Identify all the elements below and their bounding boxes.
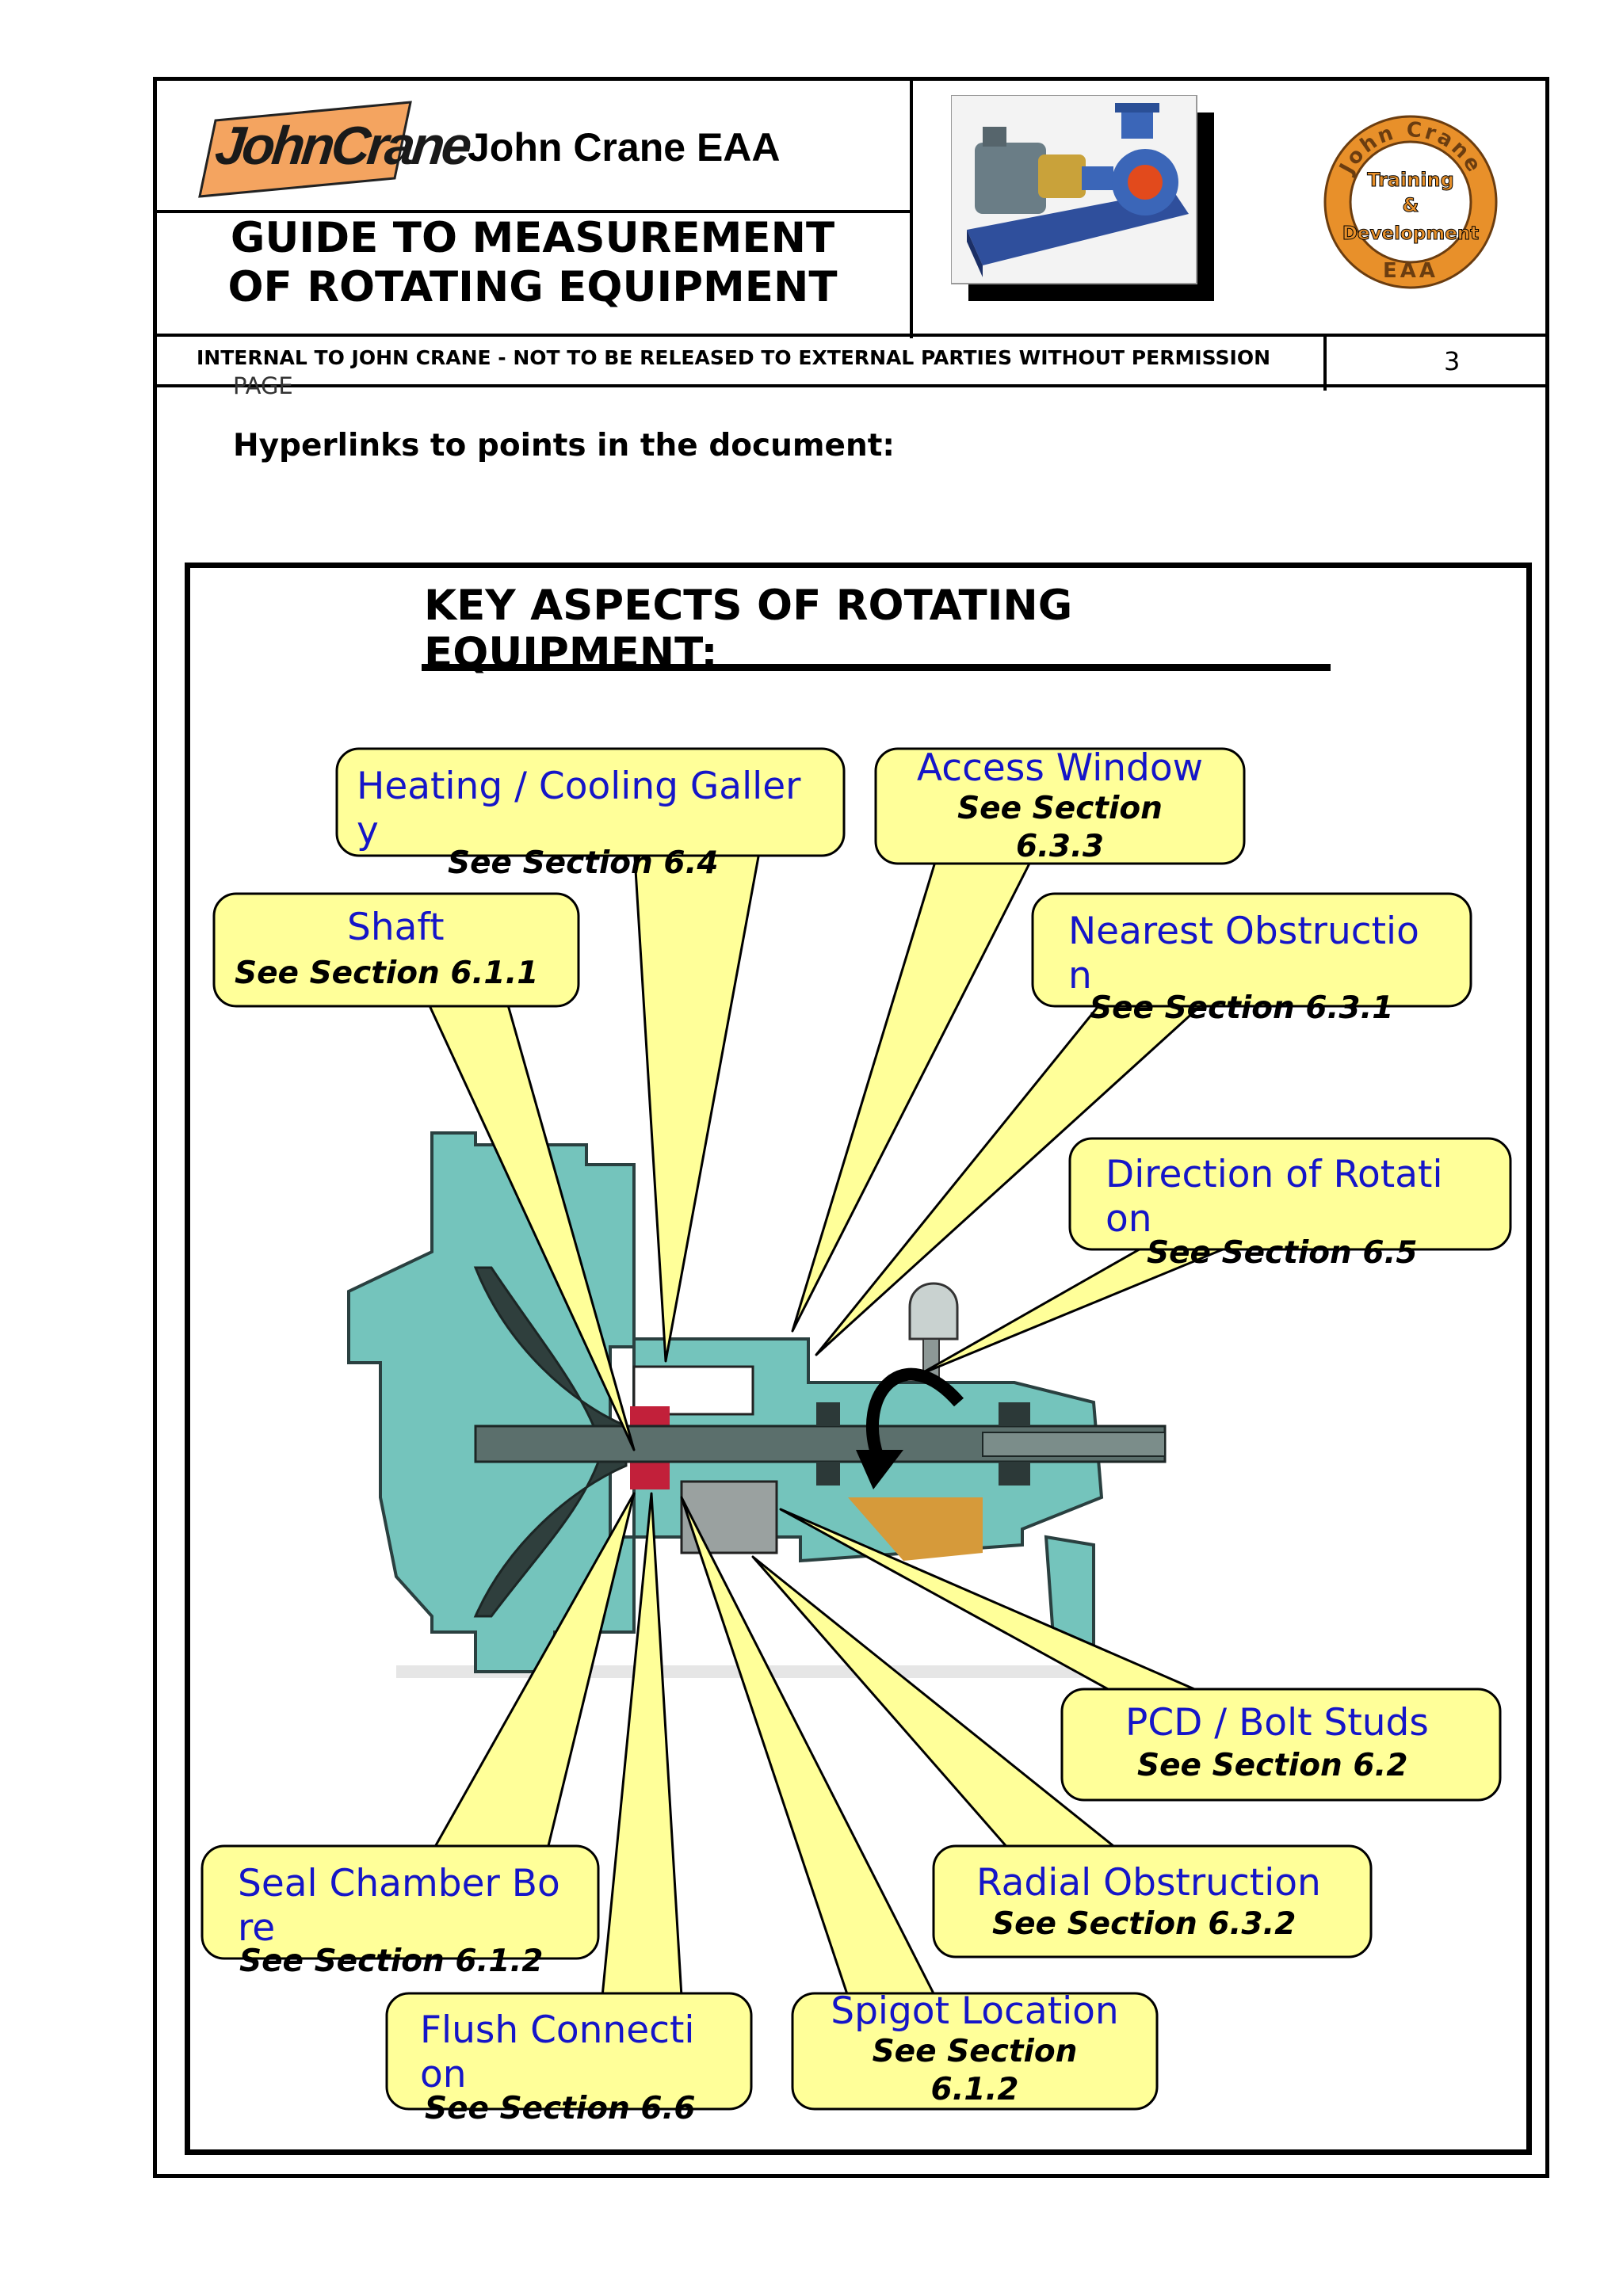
key-aspects-box bbox=[185, 563, 1532, 2155]
pcd-callout-body[interactable] bbox=[1060, 1688, 1502, 1802]
badge-line2: & bbox=[1403, 194, 1419, 216]
title-underline bbox=[422, 664, 1331, 671]
spigot-see: See Section 6.1.2 bbox=[792, 2033, 1157, 2109]
nearest-callout-body[interactable] bbox=[1031, 892, 1472, 1008]
page-number-divider bbox=[1323, 334, 1327, 391]
nearest-label-line2[interactable]: n bbox=[1068, 954, 1092, 997]
shaft-see: See Section 6.1.1 bbox=[235, 955, 539, 991]
page-number: 3 bbox=[1444, 346, 1461, 376]
oil-sump bbox=[848, 1497, 983, 1561]
seal-face-bottom bbox=[630, 1458, 670, 1489]
seal-label-line1[interactable]: Seal Chamber Bo bbox=[238, 1862, 560, 1905]
guide-title-line2: OF ROTATING EQUIPMENT bbox=[227, 263, 838, 311]
heating-pointer bbox=[632, 842, 762, 1363]
access-see-line1: See Section bbox=[957, 791, 1163, 826]
training-badge: John Crane EAA Training & Development bbox=[1322, 111, 1500, 293]
radial-see: See Section 6.3.2 bbox=[992, 1906, 1296, 1942]
internal-notice: INTERNAL TO JOHN CRANE - NOT TO BE RELEA… bbox=[197, 346, 1271, 369]
direction-callout-body[interactable] bbox=[1068, 1137, 1512, 1251]
spigot-see-line1: See Section bbox=[872, 2034, 1078, 2069]
flush-callout-body[interactable] bbox=[385, 1992, 753, 2111]
direction-see: See Section 6.5 bbox=[1147, 1235, 1418, 1271]
shaft-label[interactable]: Shaft bbox=[347, 906, 445, 949]
guide-title: GUIDE TO MEASUREMENT OF ROTATING EQUIPME… bbox=[156, 214, 909, 312]
key-aspects-title: KEY ASPECTS OF ROTATING EQUIPMENT: bbox=[424, 582, 1072, 677]
impeller bbox=[473, 1266, 628, 1618]
intro-text: Hyperlinks to points in the document: bbox=[233, 428, 896, 463]
guide-title-line1: GUIDE TO MEASUREMENT bbox=[230, 214, 835, 262]
company-title: John Crane EAA bbox=[468, 125, 781, 170]
heating-label-line2[interactable]: y bbox=[357, 809, 379, 852]
heating-link[interactable]: Heating / Cooling Galler y bbox=[357, 765, 800, 853]
badge-bottom-text: EAA bbox=[1383, 259, 1438, 283]
oiler bbox=[908, 1282, 959, 1341]
page-frame bbox=[153, 77, 1549, 2178]
seal-see: See Section 6.1.2 bbox=[239, 1943, 544, 1979]
badge-line3: Development bbox=[1342, 223, 1479, 244]
nearest-link[interactable]: Nearest Obstructio n bbox=[1068, 910, 1419, 998]
radial-callout-body[interactable] bbox=[932, 1844, 1373, 1958]
spigot-label[interactable]: Spigot Location bbox=[831, 1989, 1119, 2033]
flush-see: See Section 6.6 bbox=[425, 2091, 696, 2126]
seal-link[interactable]: Seal Chamber Bo re bbox=[238, 1862, 560, 1951]
access-see: See Section 6.3.3 bbox=[876, 790, 1244, 866]
page-label: PAGE bbox=[233, 372, 293, 399]
pcd-see: See Section 6.2 bbox=[1137, 1748, 1408, 1783]
direction-label-line1[interactable]: Direction of Rotati bbox=[1106, 1153, 1443, 1196]
nearest-see: See Section 6.3.1 bbox=[1090, 990, 1394, 1026]
flush-label-line2[interactable]: on bbox=[420, 2053, 467, 2096]
header-divider-3 bbox=[153, 384, 1549, 387]
seal-callout-body[interactable] bbox=[200, 1844, 600, 1960]
access-see-line2: 6.3.3 bbox=[1015, 829, 1105, 864]
nearest-label-line1[interactable]: Nearest Obstructio bbox=[1068, 910, 1419, 953]
flush-label-line1[interactable]: Flush Connecti bbox=[420, 2008, 695, 2052]
spigot-callout-body[interactable] bbox=[791, 1992, 1159, 2111]
access-callout-body[interactable] bbox=[874, 747, 1246, 865]
heating-label-line1[interactable]: Heating / Cooling Galler bbox=[357, 765, 801, 808]
key-aspects-title-line1: KEY ASPECTS OF ROTATING bbox=[424, 582, 1073, 630]
header-divider-2 bbox=[153, 334, 1549, 337]
john-crane-logo: JohnCrane bbox=[198, 101, 472, 198]
pump-photo bbox=[950, 94, 1216, 303]
badge-line1: Training bbox=[1367, 169, 1454, 191]
direction-label-line2[interactable]: on bbox=[1106, 1197, 1152, 1241]
rotation-arrow bbox=[865, 1367, 964, 1460]
header-divider-vertical bbox=[910, 77, 913, 338]
spigot-see-line2: 6.1.2 bbox=[930, 2072, 1019, 2107]
flush-link[interactable]: Flush Connecti on bbox=[420, 2008, 695, 2097]
direction-link[interactable]: Direction of Rotati on bbox=[1106, 1153, 1443, 1241]
seal-label-line2[interactable]: re bbox=[238, 1906, 276, 1950]
heating-see: See Section 6.4 bbox=[448, 845, 719, 881]
header-divider-1 bbox=[153, 210, 911, 213]
pcd-label[interactable]: PCD / Bolt Studs bbox=[1125, 1701, 1429, 1745]
heating-callout-body[interactable] bbox=[335, 747, 846, 857]
radial-label[interactable]: Radial Obstruction bbox=[976, 1861, 1321, 1905]
shaft-callout-body[interactable] bbox=[212, 892, 580, 1008]
access-label[interactable]: Access Window bbox=[916, 746, 1204, 790]
